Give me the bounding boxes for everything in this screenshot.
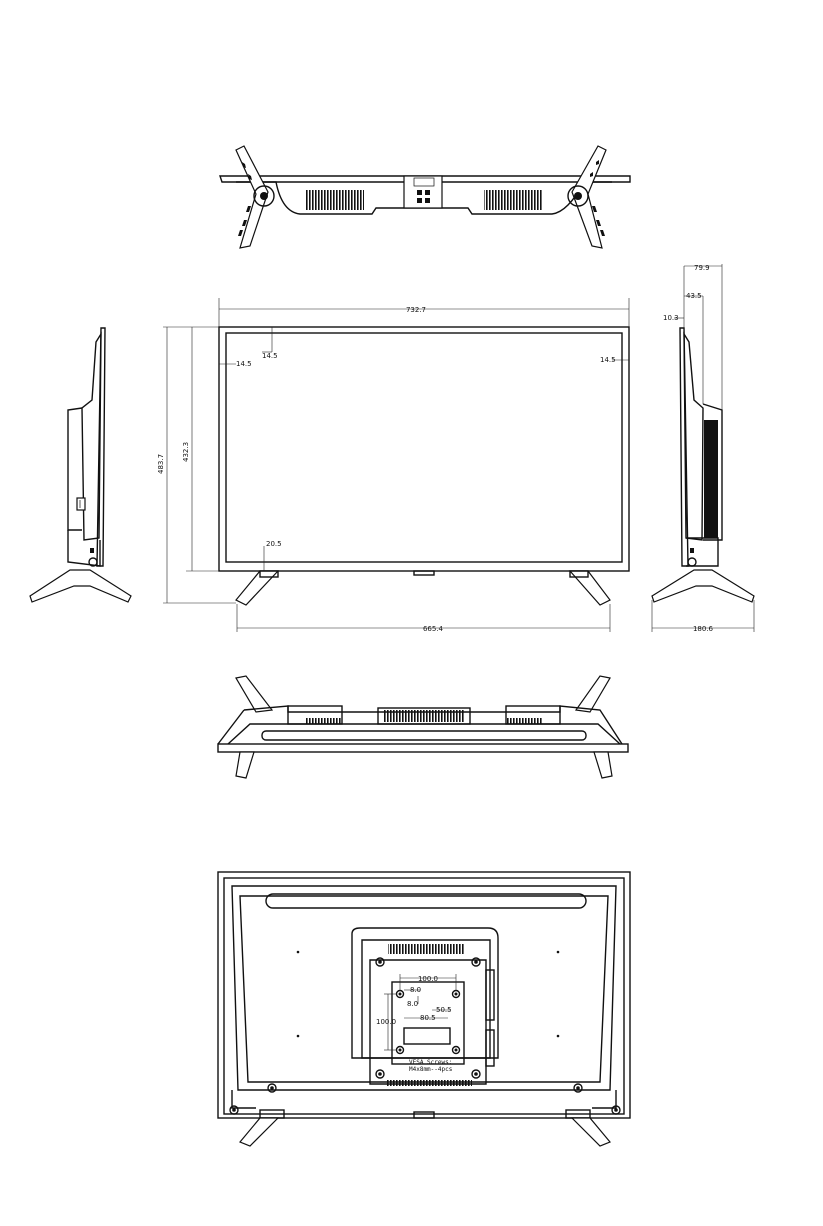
back-view: 100.0 100.0 8.0 8.0 50.5 80.5 VESA Screw… bbox=[218, 872, 630, 1146]
top-vent-right bbox=[484, 190, 542, 210]
dim-bezel-top: 14.5 bbox=[262, 352, 278, 360]
dim-stand-span: 665.4 bbox=[423, 625, 444, 633]
dim-vesa-offset-v: 50.5 bbox=[436, 1006, 452, 1014]
dim-side-max: 79.9 bbox=[694, 264, 710, 272]
right-side-view: 10.3 43.5 79.9 180.6 bbox=[652, 264, 754, 633]
top-vent-left bbox=[306, 190, 364, 210]
dim-vesa-horizontal: 100.0 bbox=[418, 975, 438, 983]
dim-bezel-bottom: 20.5 bbox=[266, 540, 282, 548]
dim-vesa-hole-1: 8.0 bbox=[410, 986, 421, 994]
dim-overall-height: 483.7 bbox=[157, 454, 165, 474]
left-side-view bbox=[30, 328, 131, 602]
vesa-screws-spec: M4x8mm--4pcs bbox=[409, 1066, 453, 1073]
front-outer-frame bbox=[219, 327, 629, 571]
dim-panel-height: 432.3 bbox=[182, 442, 190, 462]
dim-side-body: 43.5 bbox=[686, 292, 702, 300]
dim-vesa-vertical: 100.0 bbox=[376, 1018, 396, 1026]
side-foot-left bbox=[30, 570, 131, 602]
dim-vesa-offset-h: 80.5 bbox=[420, 1014, 436, 1022]
front-screen bbox=[226, 333, 622, 562]
top-view bbox=[220, 146, 630, 248]
bottom-vent-center bbox=[384, 710, 464, 722]
dim-bezel-left: 14.5 bbox=[236, 360, 252, 368]
front-foot-right bbox=[570, 571, 610, 605]
dim-stand-depth: 180.6 bbox=[693, 625, 714, 633]
bottom-vent-left bbox=[306, 718, 342, 724]
top-connector-block bbox=[404, 176, 442, 208]
back-foot-right bbox=[572, 1118, 610, 1146]
dim-overall-width: 732.7 bbox=[406, 306, 426, 314]
back-bottom-vents bbox=[386, 1080, 472, 1086]
bottom-view bbox=[218, 676, 628, 778]
back-top-vents bbox=[388, 944, 464, 954]
back-foot-left bbox=[240, 1118, 278, 1146]
vesa-screws-title: VESA Screws: bbox=[409, 1059, 452, 1066]
front-foot-left bbox=[236, 571, 278, 605]
dim-bezel-right: 14.5 bbox=[600, 356, 616, 364]
dim-vesa-hole-2: 8.0 bbox=[407, 1000, 418, 1008]
bottom-vent-right bbox=[506, 718, 542, 724]
front-view: 732.7 14.5 14.5 14.5 20.5 483.7 432.3 66… bbox=[157, 298, 629, 633]
side-foot-right bbox=[652, 570, 754, 602]
dim-side-panel: 10.3 bbox=[663, 314, 679, 322]
